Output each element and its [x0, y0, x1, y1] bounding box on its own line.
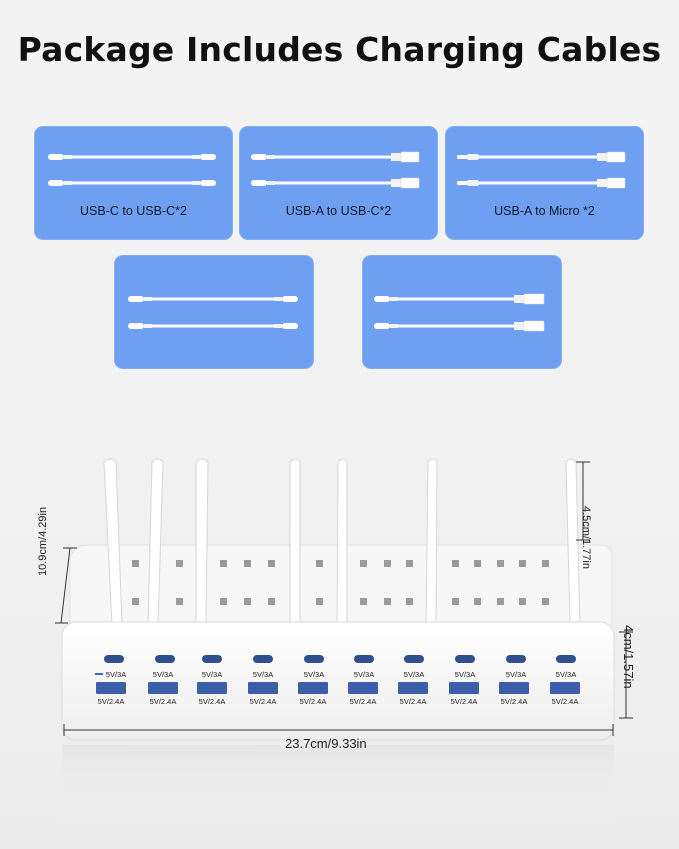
cable-card-usba-usbc-2	[362, 255, 562, 369]
cable-card-label: USB-A to USB-C*2	[285, 204, 392, 218]
base-height-dimension: 4cm/1.57in	[621, 625, 636, 689]
usb-a-port-label: 5V/2.4A	[249, 697, 277, 706]
cable-image	[445, 150, 644, 164]
charging-dock-illustration: 5V/3A 5V/3A 5V/3A 5V/3A 5V/3A 5V/3A 5V/3…	[0, 440, 679, 849]
usb-a-port-label: 5V/2.4A	[450, 697, 478, 706]
divider-height-dimension: 4.5cm/1.77in	[580, 506, 592, 569]
usb-c-port-label: 5V/3A	[252, 670, 274, 679]
usb-c-port-label: 5V/3A	[555, 670, 577, 679]
usb-a-port-label: 5V/2.4A	[198, 697, 226, 706]
usb-a-port-label: 5V/2.4A	[551, 697, 579, 706]
cable-image	[34, 176, 233, 190]
cable-card-usbc-usbc-2	[114, 255, 314, 369]
cable-card-usba-micro: USB-A to Micro *2	[445, 126, 644, 240]
usb-a-port-label: 5V/2.4A	[149, 697, 177, 706]
usb-c-port-label: 5V/3A	[454, 670, 476, 679]
charging-dock-image	[55, 458, 633, 825]
cable-image	[114, 319, 314, 333]
usb-a-port-label: 5V/2.4A	[97, 697, 125, 706]
usb-a-port-label: 5V/2.4A	[299, 697, 327, 706]
cable-card-label: USB-A to Micro *2	[494, 204, 595, 218]
cable-image	[114, 292, 314, 306]
usb-c-port-label: 5V/3A	[505, 670, 527, 679]
usb-c-port-label: 5V/3A	[152, 670, 174, 679]
usb-c-port-label: 5V/3A	[353, 670, 375, 679]
cable-image	[239, 176, 438, 190]
cable-card-label: USB-C to USB-C*2	[80, 204, 187, 218]
usb-a-port-label: 5V/2.4A	[399, 697, 427, 706]
usb-c-port-label: 5V/3A	[201, 670, 223, 679]
usb-c-port-label: 5V/3A	[303, 670, 325, 679]
cable-image	[362, 292, 562, 306]
usb-a-port-label: 5V/2.4A	[500, 697, 528, 706]
cable-image	[445, 176, 644, 190]
usb-a-port-label: 5V/2.4A	[349, 697, 377, 706]
cable-card-usbc-usbc: USB-C to USB-C*2	[34, 126, 233, 240]
cable-image	[362, 319, 562, 333]
page-title: Package Includes Charging Cables	[17, 30, 662, 69]
cable-image	[239, 150, 438, 164]
cable-card-usba-usbc: USB-A to USB-C*2	[239, 126, 438, 240]
cable-image	[34, 150, 233, 164]
usb-c-port-label: 5V/3A	[105, 670, 127, 679]
depth-dimension: 10.9cm/4.29in	[37, 506, 49, 576]
usb-c-port-label: 5V/3A	[403, 670, 425, 679]
width-dimension: 23.7cm/9.33in	[285, 736, 367, 751]
